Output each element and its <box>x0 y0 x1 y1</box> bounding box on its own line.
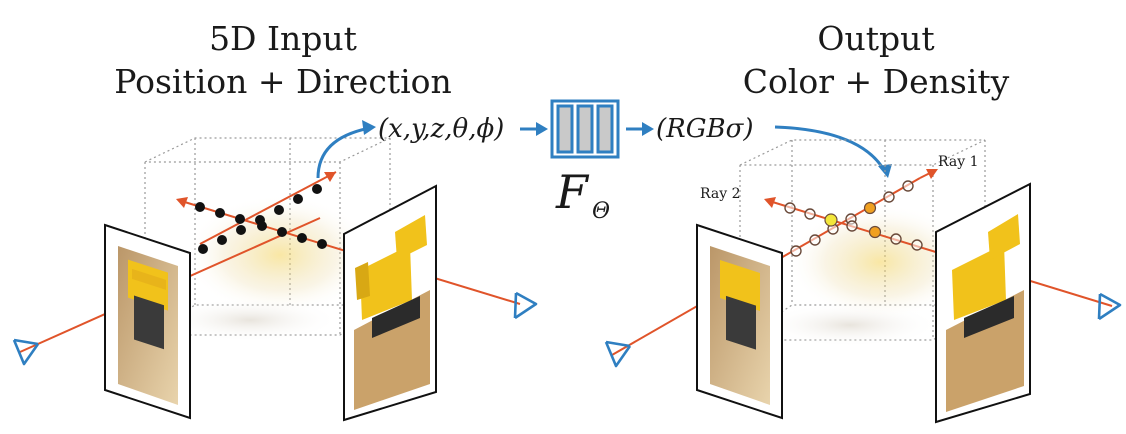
input-curve-arrow <box>316 126 371 179</box>
left-ray-a-tip <box>199 171 337 245</box>
ray2-sample-points <box>784 202 923 251</box>
left-title-line1: 5D Input <box>209 19 357 58</box>
right-scene-right-image-plane <box>935 182 1031 424</box>
input-curve-arrowhead <box>362 120 376 135</box>
left-image-plane <box>104 223 191 420</box>
right-ray-2-arrowhead <box>764 197 776 208</box>
ray1-label: Ray 1 <box>938 154 978 170</box>
left-camera-a-icon <box>12 339 40 366</box>
left-scene-shadow <box>160 298 340 342</box>
right-scene-shadow <box>760 303 940 347</box>
output-curve-arrow <box>774 125 886 171</box>
function-symbol: F <box>555 165 590 219</box>
left-ray-b-arrowhead <box>176 197 188 208</box>
right-camera-b-icon <box>1098 292 1122 321</box>
right-scene-left-image-plane <box>696 223 783 420</box>
left-faint-bulldozer <box>185 195 375 315</box>
ray2-label: Ray 2 <box>700 186 740 202</box>
left-ray-a-arrowhead <box>324 172 336 182</box>
right-image-plane-left-scene <box>343 184 437 422</box>
right-title-line1: Output <box>817 19 934 58</box>
network-icon <box>550 99 620 159</box>
left-camera-b-icon <box>514 291 538 320</box>
left-scene <box>12 137 538 422</box>
right-title-line2: Color + Density <box>743 62 1010 101</box>
right-scene: Ray 1 Ray 2 <box>604 139 1122 424</box>
ray1-sample-points <box>790 180 914 257</box>
function-subscript: Θ <box>592 199 610 224</box>
right-camera-a-icon <box>604 341 632 368</box>
left-title-line2: Position + Direction <box>114 62 452 101</box>
right-ray-1-arrowhead <box>926 169 938 179</box>
output-formula: (RGBσ) <box>656 114 754 144</box>
left-sample-points <box>195 184 327 254</box>
input-formula: (x,y,z,θ,ϕ) <box>378 114 504 144</box>
